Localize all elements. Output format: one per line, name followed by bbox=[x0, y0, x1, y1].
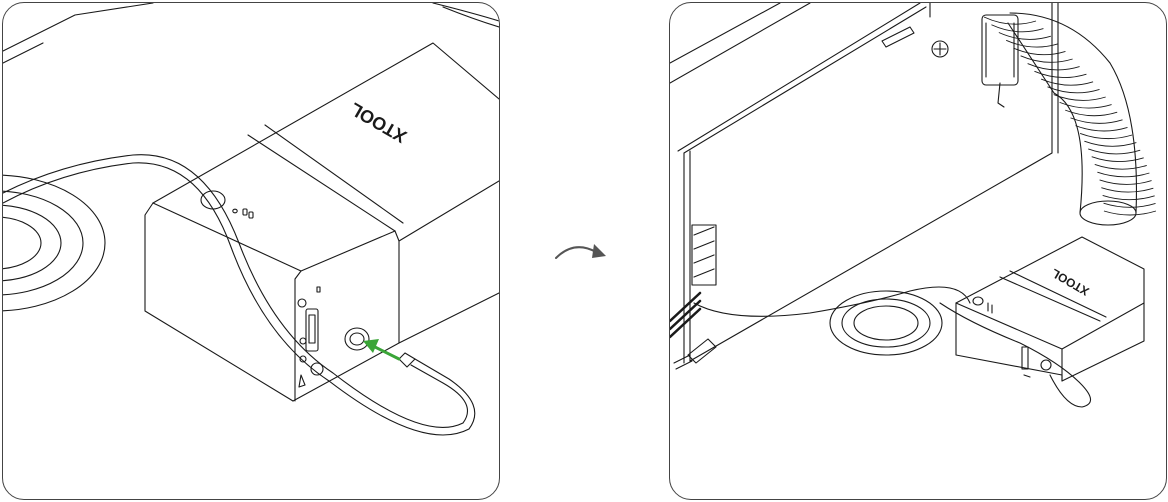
duct-rib bbox=[1053, 94, 1106, 101]
duct-rib bbox=[1070, 117, 1123, 124]
duct-ribs bbox=[983, 16, 1157, 216]
duct-rib bbox=[1084, 140, 1137, 147]
duct-rib bbox=[1101, 187, 1154, 193]
duct-rib bbox=[1006, 39, 1059, 48]
duct-rib bbox=[1103, 202, 1156, 208]
duct-rib bbox=[983, 16, 1037, 25]
duct-rib bbox=[1079, 132, 1133, 140]
duct-rib bbox=[1013, 47, 1066, 56]
duct-rib bbox=[1103, 210, 1157, 216]
insert-direction-arrow-icon bbox=[363, 339, 401, 361]
duct-rib bbox=[991, 24, 1044, 33]
duct-rib bbox=[1094, 164, 1147, 170]
brand-logo: XTOOL bbox=[347, 99, 410, 147]
brand-logo-small: XTOOL bbox=[1049, 266, 1092, 299]
purifier-closeup-illustration: XTOOL bbox=[3, 3, 499, 436]
laser-machine-setup-illustration: XTOOL bbox=[670, 3, 1157, 408]
duct-rib bbox=[1075, 125, 1128, 132]
duct-rib bbox=[1027, 63, 1080, 71]
duct-rib bbox=[1097, 171, 1150, 178]
duct-rib bbox=[1065, 109, 1118, 117]
duct-rib bbox=[1034, 70, 1087, 78]
step-panel-connect-cable: XTOOL bbox=[2, 2, 500, 500]
duct-rib bbox=[1059, 101, 1112, 109]
step-panel-overview: XTOOL bbox=[669, 2, 1167, 500]
duct-rib bbox=[998, 32, 1051, 40]
duct-rib bbox=[1047, 86, 1100, 94]
duct-rib bbox=[1102, 195, 1155, 201]
duct-rib bbox=[1040, 78, 1094, 86]
curved-right-arrow-icon bbox=[555, 244, 606, 259]
duct-rib bbox=[1091, 156, 1144, 162]
duct-rib bbox=[1099, 179, 1152, 185]
duct-rib bbox=[1020, 55, 1073, 63]
duct-rib bbox=[1088, 148, 1141, 155]
